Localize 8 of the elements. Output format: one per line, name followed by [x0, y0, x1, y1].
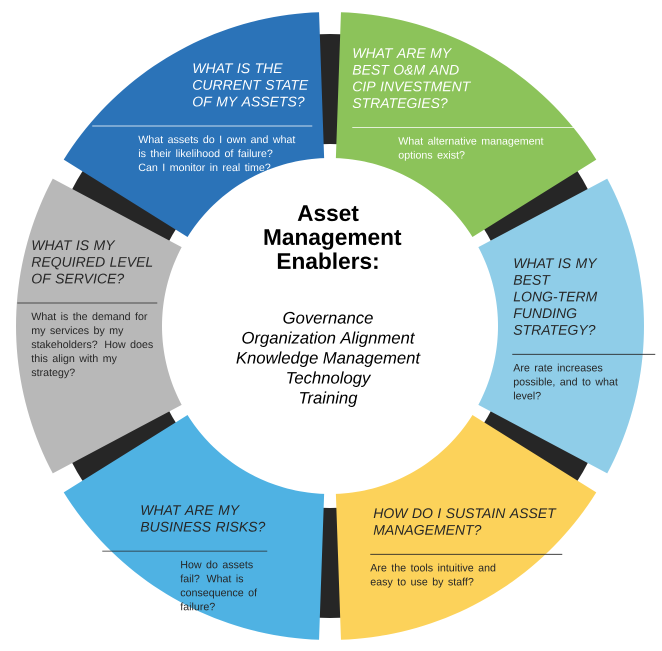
node-label: Governance [283, 312, 373, 324]
node-label: Technology [287, 371, 372, 387]
ring-segment: WHAT IS MY BEST LONG-TERM FUNDING STRATEGY? Are rate increases possible, and to what level? [478, 178, 656, 474]
ring-segment: HOW DO I SUSTAIN ASSET MANAGEMENT? Are the tools intuitive and easy to use by staff? [336, 415, 596, 640]
node-label: Organization Alignment [242, 331, 416, 347]
ring-segment: WHAT IS MY REQUIRED LEVEL OF SERVICE? What is the demand for my services by my stakeholders? How does this align with my strategy? [16, 178, 182, 474]
node-label: Knowledge Management [236, 351, 421, 367]
node-label: Training [300, 391, 358, 407]
